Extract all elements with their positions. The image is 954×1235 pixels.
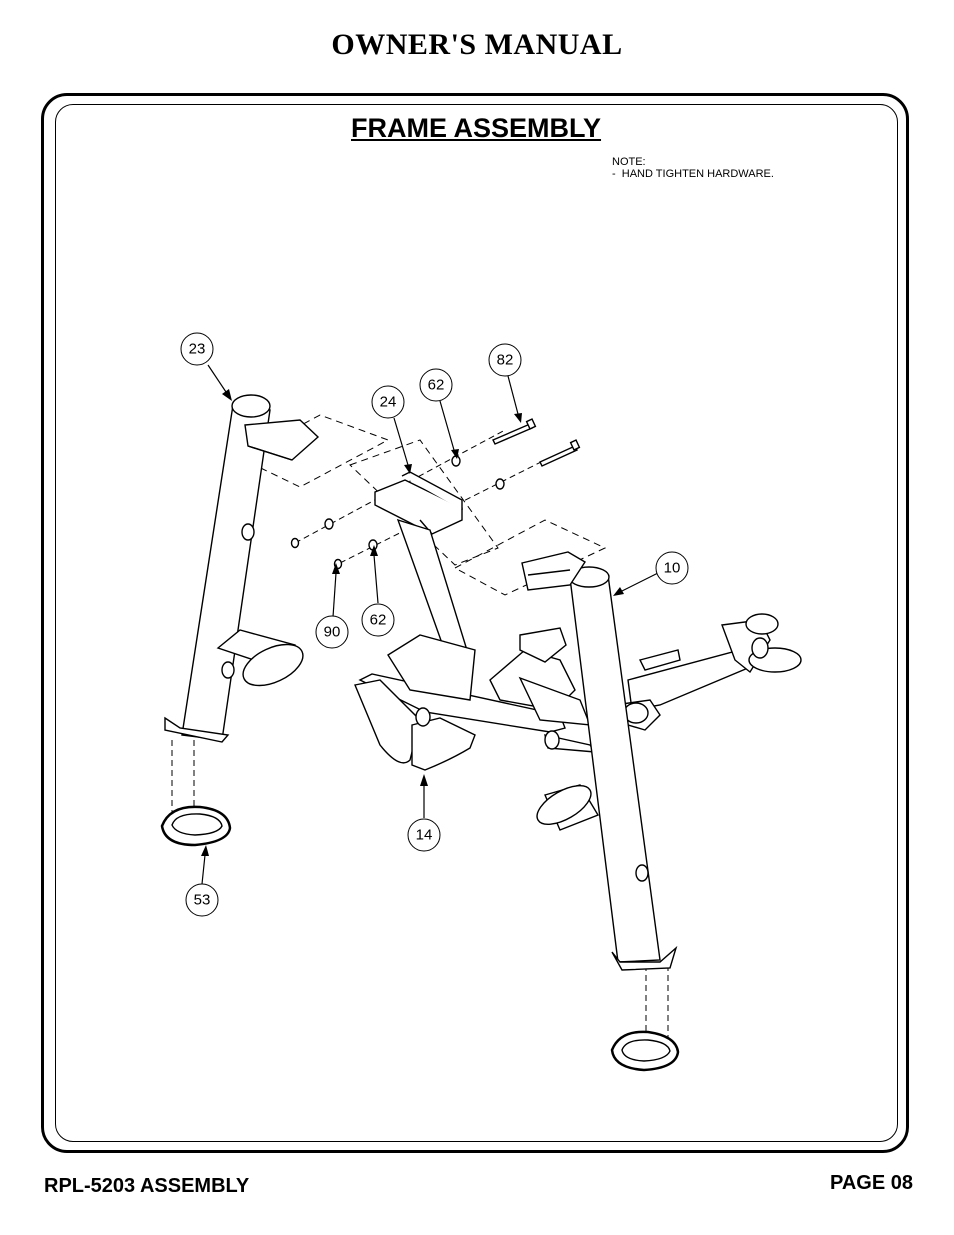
callout-23: 23 — [189, 341, 206, 358]
callout-90: 90 — [324, 624, 341, 641]
manual-title: OWNER'S MANUAL — [331, 28, 623, 61]
page-border-outer — [41, 93, 909, 1153]
callout-53: 53 — [194, 892, 211, 909]
washer-62 — [324, 455, 505, 551]
callout-circles — [180, 332, 689, 917]
callout-62-lower: 62 — [370, 612, 387, 629]
top-bracket — [374, 471, 463, 535]
base-frame — [354, 613, 802, 831]
left-foot-cap — [160, 805, 232, 847]
note-label: NOTE: — [612, 156, 646, 168]
callout-10: 10 — [664, 560, 681, 577]
placement-outline-right — [453, 519, 607, 596]
assembly-note: NOTE: - HAND TIGHTEN HARDWARE. — [612, 156, 774, 180]
callout-24: 24 — [380, 394, 397, 411]
leader-lines — [201, 364, 659, 885]
footer-document-id: RPL-5203 ASSEMBLY — [44, 1175, 250, 1197]
bolt-82-upper — [492, 418, 537, 445]
left-upright-post — [164, 394, 320, 743]
bolt-82-lower — [539, 439, 581, 467]
section-title: FRAME ASSEMBLY — [351, 113, 602, 143]
page-border-inner — [55, 104, 898, 1142]
callout-62-upper: 62 — [428, 377, 445, 394]
nut-90 — [290, 537, 343, 570]
callout-14: 14 — [416, 827, 433, 844]
callout-82: 82 — [497, 352, 514, 369]
right-foot-cap — [610, 1030, 680, 1072]
right-upright-post — [521, 551, 678, 971]
leader-arrowheads — [201, 389, 624, 856]
note-item: - HAND TIGHTEN HARDWARE. — [612, 168, 774, 180]
footer-page-number: PAGE 08 — [830, 1172, 913, 1194]
